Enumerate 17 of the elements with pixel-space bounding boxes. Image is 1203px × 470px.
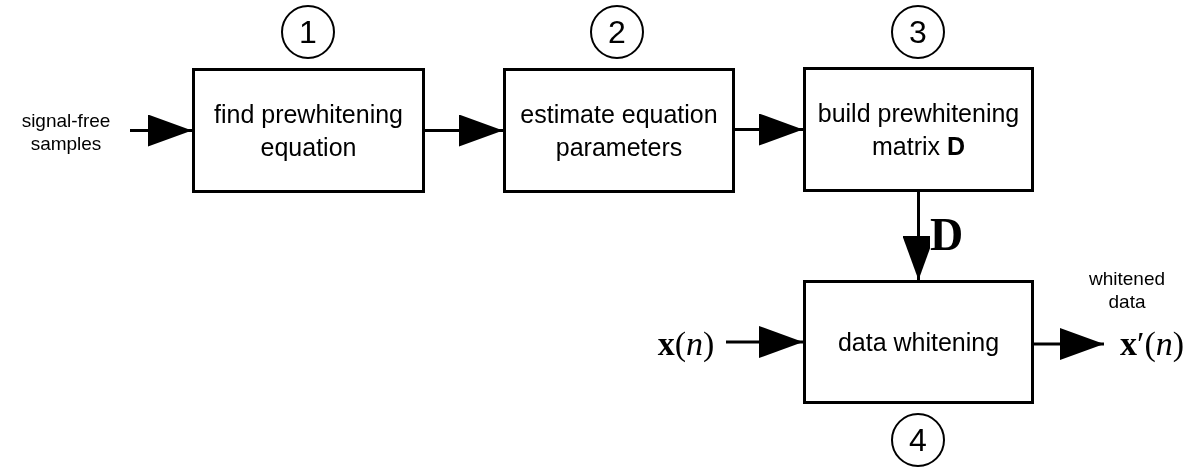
step-number: 1: [281, 5, 335, 59]
process-box: build prewhitening matrix D: [803, 67, 1034, 192]
output-caption: whitened data: [1087, 268, 1167, 314]
arrow: [726, 326, 803, 358]
arrow: [1034, 328, 1104, 360]
arrow: [425, 114, 503, 147]
arrow: [735, 113, 803, 146]
process-box: find prewhitening equation: [192, 68, 425, 193]
step-number: 2: [590, 5, 644, 59]
signal-symbol: x(n): [657, 323, 715, 364]
process-box: estimate equation parameters: [503, 68, 735, 193]
process-box: data whitening: [803, 280, 1034, 404]
input-label: signal-free samples: [20, 110, 112, 156]
step-number: 3: [891, 5, 945, 59]
arrow: [130, 114, 192, 147]
signal-symbol: x′(n): [1119, 323, 1185, 364]
step-number: 4: [891, 413, 945, 467]
